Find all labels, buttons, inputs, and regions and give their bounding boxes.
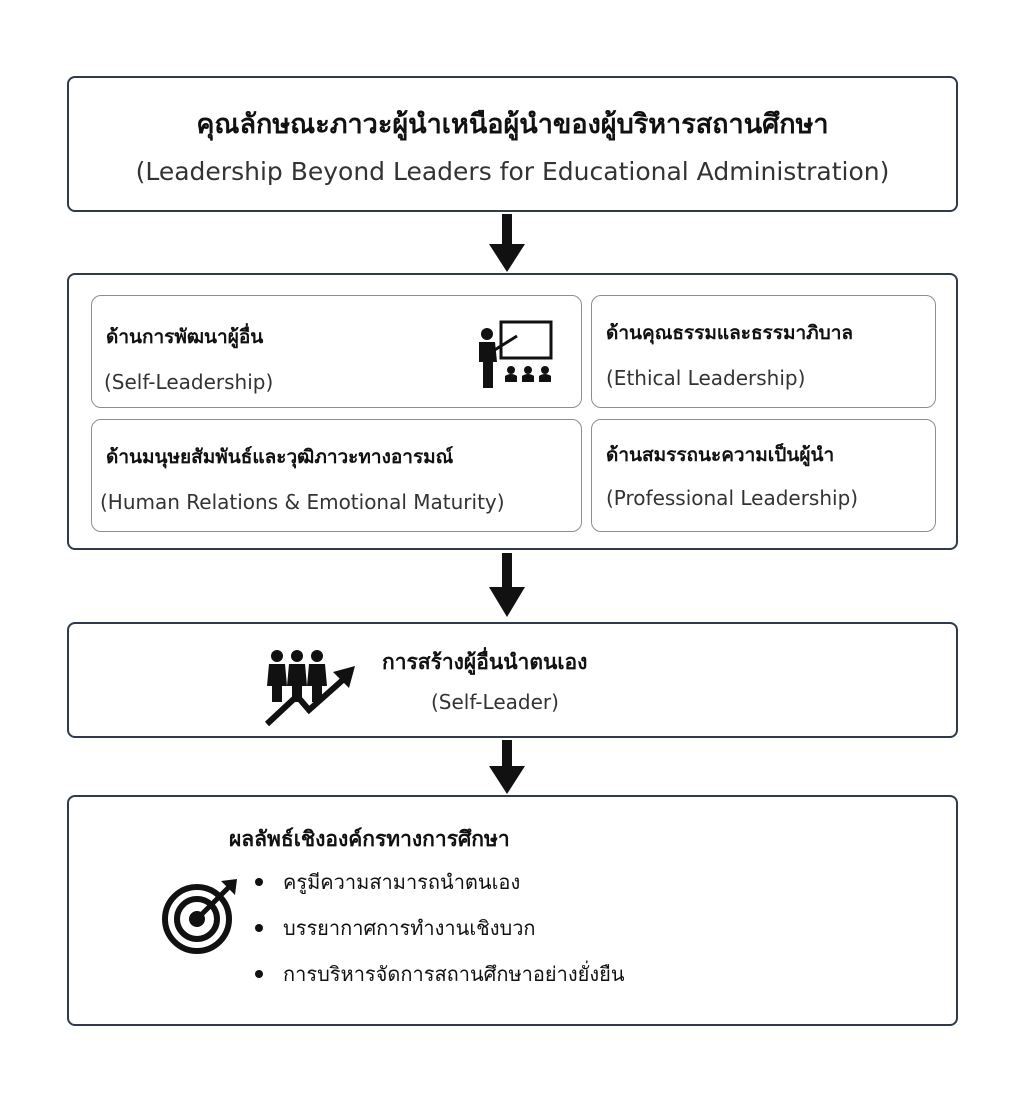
- down-arrow-icon: [489, 214, 525, 272]
- self-leader-box: การสร้างผู้อื่นนำตนเอง (Self-Leader): [67, 622, 958, 738]
- dimensions-box: ด้านการพัฒนาผู้อื่น (Self-Leadership) ด้…: [67, 273, 958, 550]
- dimension-label-thai: ด้านสมรรถนะความเป็นผู้นำ: [606, 444, 835, 466]
- outcomes-list: ครูมีความสามารถนำตนเอง บรรยากาศการทำงานเ…: [255, 859, 625, 997]
- teacher-presentation-icon: [479, 320, 553, 388]
- down-arrow-icon: [489, 553, 525, 617]
- dimension-ethics: ด้านคุณธรรมและธรรมาภิบาล (Ethical Leader…: [591, 295, 936, 408]
- outcomes-box: ผลลัพธ์เชิงองค์กรทางการศึกษา ครูมีความสา…: [67, 795, 958, 1026]
- outcomes-title: ผลลัพธ์เชิงองค์กรทางการศึกษา: [229, 827, 510, 851]
- target-dart-icon: [162, 879, 237, 954]
- list-item: การบริหารจัดการสถานศึกษาอย่างยั่งยืน: [255, 951, 625, 997]
- dimension-professional: ด้านสมรรถนะความเป็นผู้นำ (Professional L…: [591, 419, 936, 532]
- down-arrow-icon: [489, 740, 525, 794]
- dimension-label-thai: ด้านมนุษยสัมพันธ์และวุฒิภาวะทางอารมณ์: [106, 446, 454, 468]
- list-item: บรรยากาศการทำงานเชิงบวก: [255, 905, 625, 951]
- dimension-label-english: (Human Relations & Emotional Maturity): [100, 490, 505, 514]
- people-growth-arrow-icon: [264, 650, 355, 727]
- leadership-title-box: คุณลักษณะภาวะผู้นำเหนือผู้นำของผู้บริหาร…: [67, 76, 958, 212]
- title-english: (Leadership Beyond Leaders for Education…: [135, 157, 890, 186]
- dimension-label-thai: ด้านคุณธรรมและธรรมาภิบาล: [606, 322, 854, 344]
- dimension-develop-others: ด้านการพัฒนาผู้อื่น (Self-Leadership): [91, 295, 582, 408]
- dimension-human-relations: ด้านมนุษยสัมพันธ์และวุฒิภาวะทางอารมณ์ (H…: [91, 419, 582, 532]
- dimension-label-english: (Ethical Leadership): [606, 366, 806, 390]
- self-leader-thai: การสร้างผู้อื่นนำตนเอง: [382, 650, 588, 674]
- list-item: ครูมีความสามารถนำตนเอง: [255, 859, 625, 905]
- dimension-label-english: (Professional Leadership): [606, 486, 859, 510]
- dimension-label-thai: ด้านการพัฒนาผู้อื่น: [106, 326, 264, 348]
- self-leader-english: (Self-Leader): [431, 690, 559, 714]
- title-thai: คุณลักษณะภาวะผู้นำเหนือผู้นำของผู้บริหาร…: [196, 109, 829, 140]
- dimension-label-english: (Self-Leadership): [104, 370, 274, 394]
